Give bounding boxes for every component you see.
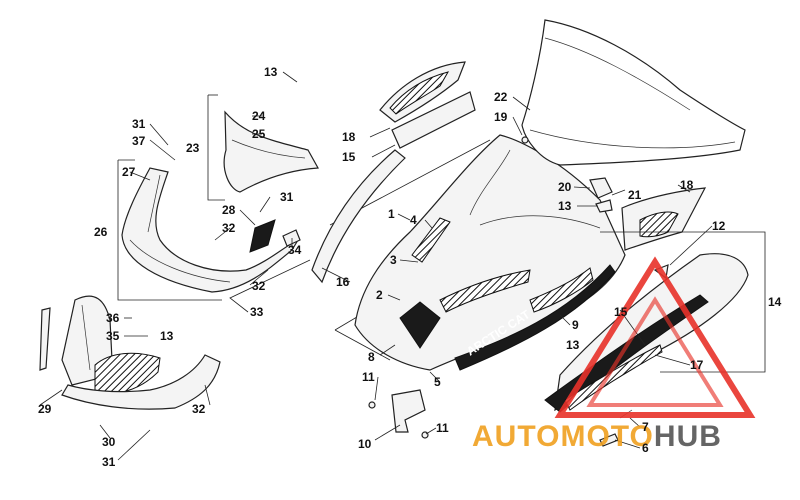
callout-19: 19 — [494, 110, 508, 124]
callout-22: 22 — [494, 90, 508, 104]
callout-3: 3 — [390, 253, 397, 267]
callout-4: 4 — [410, 213, 417, 227]
front-bumper-part — [121, 167, 300, 293]
callout-12: 12 — [712, 219, 726, 233]
callout-11: 11 — [436, 421, 449, 435]
callout-37: 37 — [132, 134, 146, 148]
callout-35: 35 — [106, 329, 120, 343]
callout-6: 6 — [642, 441, 649, 455]
callout-25: 25 — [252, 127, 266, 141]
right-assembly — [512, 19, 766, 449]
callout-1: 1 — [388, 207, 395, 221]
callout-15: 15 — [342, 150, 356, 164]
callout-15: 15 — [614, 305, 628, 319]
callout-20: 20 — [558, 180, 572, 194]
callout-27: 27 — [122, 165, 136, 179]
windshield-part — [521, 19, 746, 166]
callout-18: 18 — [680, 178, 694, 192]
callout-36: 36 — [106, 311, 120, 325]
side-panel-dark-part — [249, 219, 276, 253]
callout-28: 28 — [222, 203, 236, 217]
side-trim-part — [311, 149, 406, 284]
callout-26: 26 — [94, 225, 108, 239]
mounting-bracket-part — [391, 389, 426, 433]
hood-vent-right — [439, 269, 531, 313]
callout-13: 13 — [160, 329, 174, 343]
left-assembly — [39, 71, 319, 461]
callout-13: 13 — [566, 338, 580, 352]
callout-11: 11 — [362, 370, 375, 384]
callout-18: 18 — [342, 130, 356, 144]
air-intake-mesh — [94, 352, 161, 394]
callout-9: 9 — [572, 318, 579, 332]
callout-31: 31 — [132, 117, 146, 131]
callout-16: 16 — [336, 275, 350, 289]
callout-2: 2 — [376, 288, 383, 302]
callout-33: 33 — [250, 305, 264, 319]
svg-text:AUTOMOTOHUB: AUTOMOTOHUB — [472, 420, 722, 453]
callout-7: 7 — [642, 420, 649, 434]
hood-decal-stripe — [454, 264, 616, 371]
callout-14: 14 — [768, 295, 782, 309]
headlight-mesh — [389, 71, 450, 115]
center-assembly: ARCTIC CAT — [311, 61, 626, 441]
callout-29: 29 — [38, 402, 52, 416]
watermark-hub: HUB — [654, 420, 722, 453]
callout-32: 32 — [192, 402, 206, 416]
callout-34: 34 — [288, 243, 302, 257]
callout-32: 32 — [222, 221, 236, 235]
watermark: AUTOMOTOHUB — [472, 256, 756, 453]
callout-13: 13 — [264, 65, 278, 79]
watermark-auto: AUTO — [472, 420, 560, 453]
callout-23: 23 — [186, 141, 200, 155]
callout-17: 17 — [690, 358, 704, 372]
callout-21: 21 — [628, 188, 642, 202]
skid-plate-part — [61, 354, 221, 410]
callout-24: 24 — [252, 109, 266, 123]
watermark-moto: MOTO — [560, 420, 653, 453]
callout-31: 31 — [102, 455, 116, 469]
upper-cowl-part — [223, 110, 319, 193]
watermark-triangle-logo — [554, 256, 756, 418]
callout-8: 8 — [368, 350, 375, 364]
callout-32: 32 — [252, 279, 266, 293]
callout-31: 31 — [280, 190, 294, 204]
callout-30: 30 — [102, 435, 116, 449]
callout-10: 10 — [358, 437, 372, 451]
callout-5: 5 — [434, 375, 441, 389]
arctic-cat-logo — [399, 301, 441, 349]
hood-vent-left — [411, 217, 451, 263]
callout-13: 13 — [558, 199, 572, 213]
